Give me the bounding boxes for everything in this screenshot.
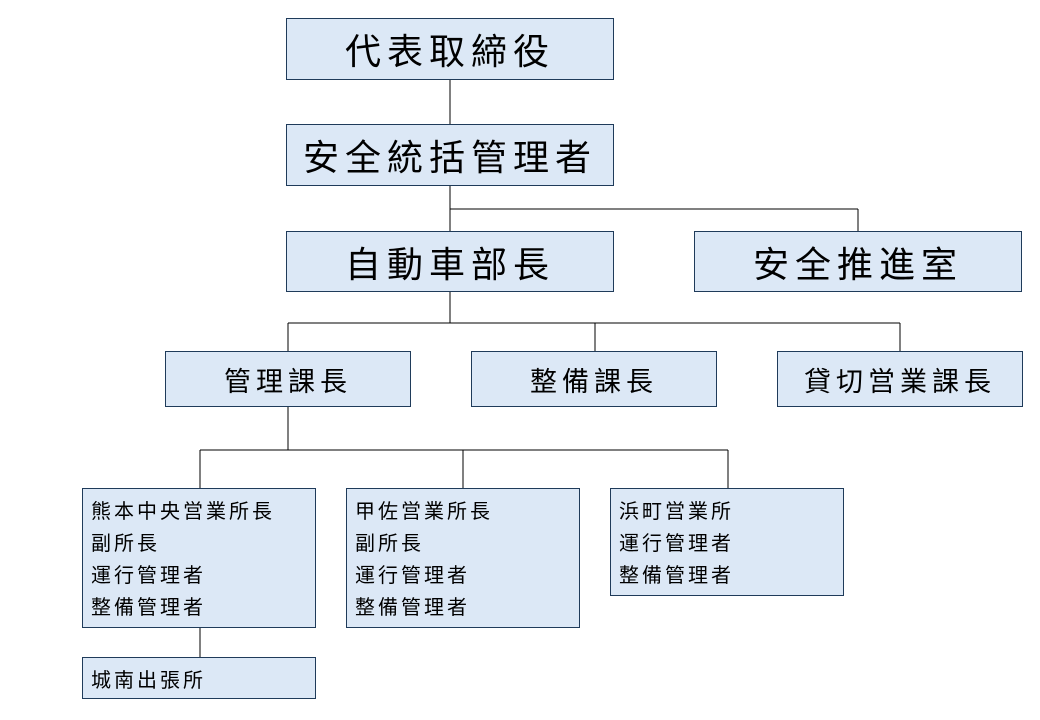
hamamachi-office-line: 運行管理者 [619, 531, 734, 555]
node-jonan-branch: 城南出張所 [82, 657, 316, 699]
node-kumamoto-office: 熊本中央営業所長 副所長 運行管理者 整備管理者 [82, 488, 316, 628]
node-charter-sales-chief: 貸切営業課長 [777, 351, 1023, 407]
kumamoto-office-line: 副所長 [91, 531, 160, 555]
node-safety-office: 安全推進室 [694, 231, 1022, 292]
node-hamamachi-office: 浜町営業所 運行管理者 整備管理者 [610, 488, 844, 596]
kosa-office-line: 副所長 [355, 531, 424, 555]
node-admin-chief: 管理課長 [165, 351, 411, 407]
node-charter-sales-chief-label: 貸切営業課長 [804, 366, 996, 398]
kumamoto-office-line: 整備管理者 [91, 595, 206, 619]
kosa-office-line: 甲佐営業所長 [355, 499, 493, 523]
node-maintenance-chief: 整備課長 [471, 351, 717, 407]
kosa-office-line: 運行管理者 [355, 563, 470, 587]
node-maintenance-chief-label: 整備課長 [530, 366, 658, 398]
node-ceo-label: 代表取締役 [344, 32, 555, 73]
node-kosa-office: 甲佐営業所長 副所長 運行管理者 整備管理者 [346, 488, 580, 628]
hamamachi-office-line: 整備管理者 [619, 563, 734, 587]
kumamoto-office-line: 運行管理者 [91, 563, 206, 587]
node-ceo: 代表取締役 [286, 18, 614, 80]
node-auto-dept-head: 自動車部長 [286, 231, 614, 292]
jonan-branch-label: 城南出張所 [91, 668, 206, 692]
kosa-office-line: 整備管理者 [355, 595, 470, 619]
node-safety-manager: 安全統括管理者 [286, 124, 614, 186]
kumamoto-office-line: 熊本中央営業所長 [91, 499, 275, 523]
node-admin-chief-label: 管理課長 [224, 366, 352, 398]
hamamachi-office-line: 浜町営業所 [619, 499, 734, 523]
node-auto-dept-head-label: 自動車部長 [344, 244, 555, 286]
node-safety-office-label: 安全推進室 [752, 244, 963, 286]
node-safety-manager-label: 安全統括管理者 [302, 138, 597, 179]
